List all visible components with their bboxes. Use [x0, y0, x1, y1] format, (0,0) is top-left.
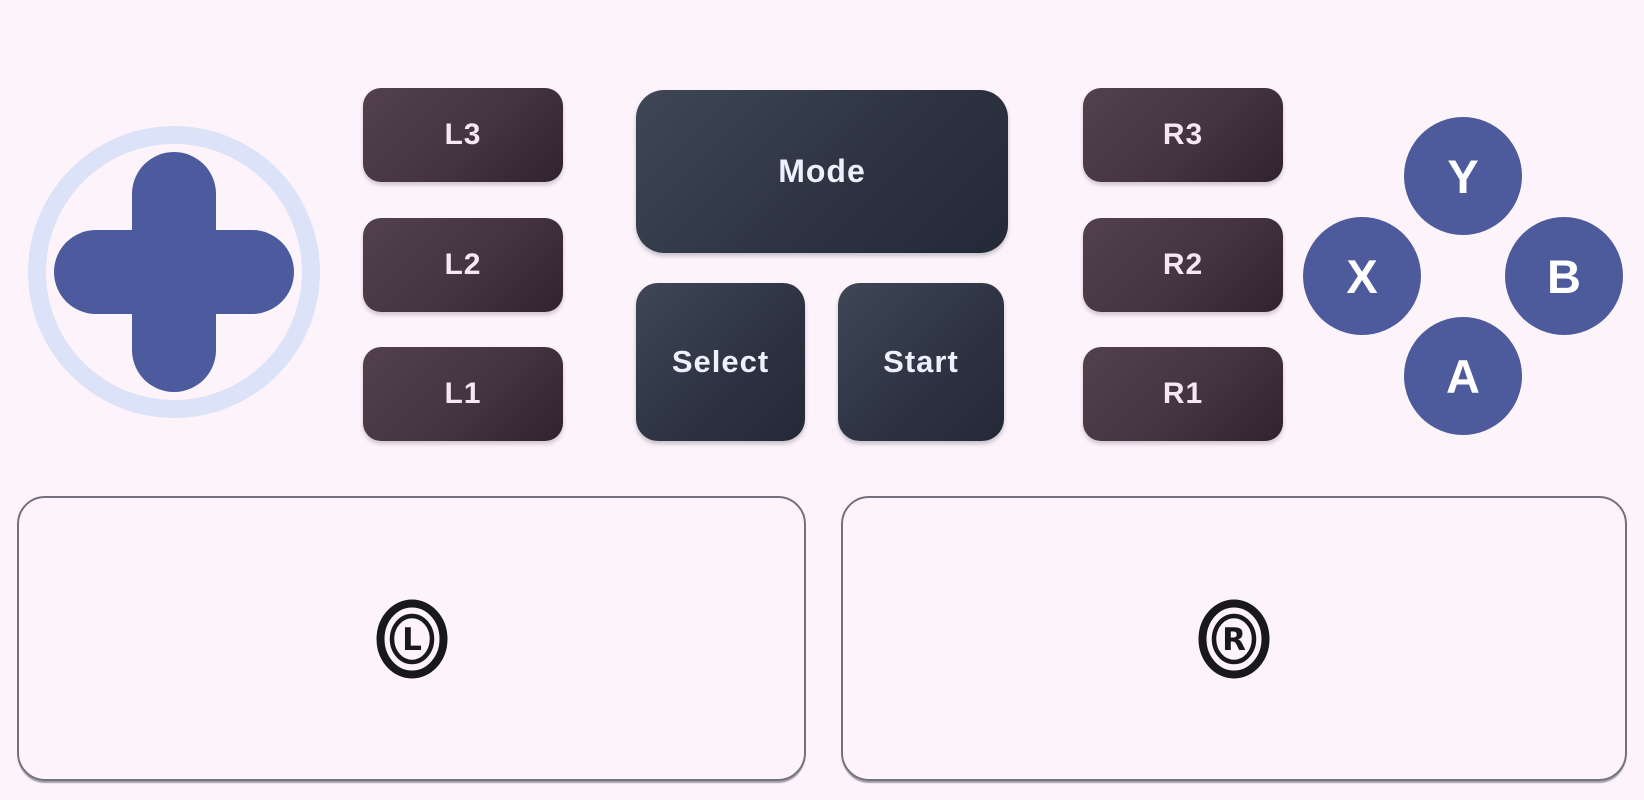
l1-button[interactable]: L1 [363, 347, 563, 441]
circled-l-icon: L [376, 599, 447, 678]
x-button[interactable]: X [1303, 217, 1421, 335]
select-button[interactable]: Select [636, 283, 805, 441]
left-stick-zone[interactable]: L [17, 496, 806, 781]
b-button[interactable]: B [1505, 217, 1623, 335]
l2-button[interactable]: L2 [363, 218, 563, 312]
dpad[interactable] [28, 126, 320, 418]
svg-text:R: R [1222, 622, 1246, 658]
right-stick-zone[interactable]: R [841, 496, 1627, 781]
start-button[interactable]: Start [838, 283, 1004, 441]
l3-button[interactable]: L3 [363, 88, 563, 182]
r3-button[interactable]: R3 [1083, 88, 1283, 182]
a-button[interactable]: A [1404, 317, 1522, 435]
r1-button[interactable]: R1 [1083, 347, 1283, 441]
mode-button[interactable]: Mode [636, 90, 1008, 253]
y-button[interactable]: Y [1404, 117, 1522, 235]
r2-button[interactable]: R2 [1083, 218, 1283, 312]
svg-text:L: L [402, 622, 422, 658]
circled-r-icon: R [1198, 599, 1270, 678]
dpad-vertical-bar [132, 152, 216, 392]
